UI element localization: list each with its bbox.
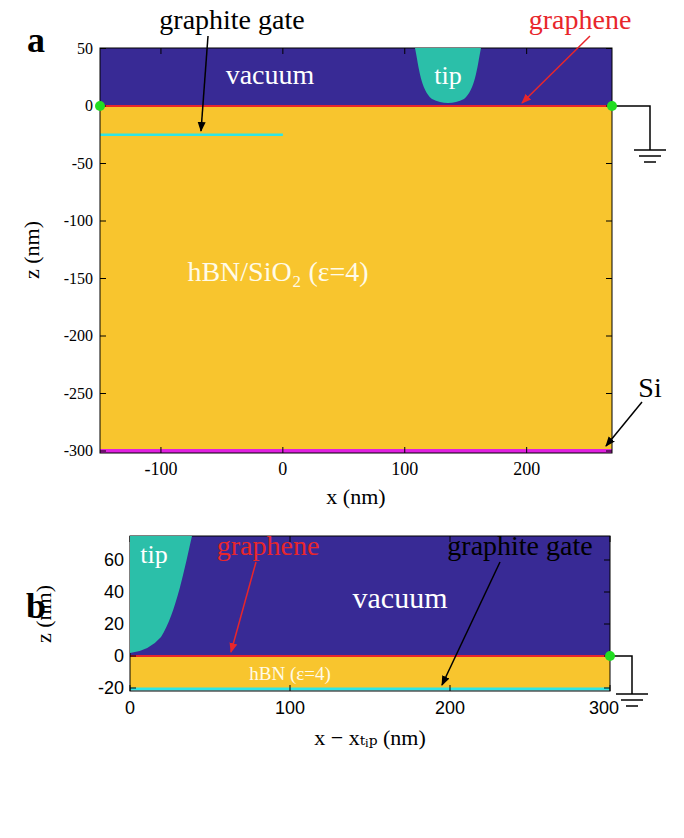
axis-tick: [606, 48, 612, 49]
region-label: hBN/SiO₂ (ε=4): [187, 258, 368, 286]
tick-label: -100: [144, 460, 177, 478]
tick-label: 50: [77, 41, 93, 57]
axis-tick: [100, 221, 106, 222]
axis-tick: [100, 48, 106, 49]
part-label: graphite gate: [447, 532, 592, 560]
axis-tick: [610, 685, 611, 691]
tick-label: 200: [513, 460, 540, 478]
axis-tick: [100, 163, 106, 164]
axis-tick: [130, 685, 131, 691]
tick-label: 0: [85, 98, 93, 114]
axis-tick: [604, 688, 610, 689]
tick-label: 100: [275, 699, 305, 717]
axis-tick: [604, 592, 610, 593]
tip-outline: [415, 48, 481, 103]
substrate-region: hBN (ε=4): [130, 657, 610, 688]
tip-region: tip: [415, 48, 481, 104]
axis-tick: [160, 48, 161, 54]
axis-title: z (nm): [21, 221, 43, 279]
part-label: graphene: [529, 6, 632, 34]
axis-tick: [404, 447, 405, 453]
axis-tick: [606, 336, 612, 337]
axis-tick: [526, 447, 527, 453]
tip-region: tip: [130, 536, 192, 653]
axis-tick: [290, 685, 291, 691]
axis-tick: [100, 278, 106, 279]
axis-tick: [606, 163, 612, 164]
tick-label: -150: [64, 271, 93, 287]
axis-title: x (nm): [326, 486, 385, 508]
axis-tick: [604, 624, 610, 625]
part-label: graphene: [217, 532, 320, 560]
axis-tick: [610, 536, 611, 542]
axis-tick: [404, 48, 405, 54]
axis-tick: [606, 278, 612, 279]
tip-outline: [130, 536, 192, 653]
substrate-region: hBN/SiO₂ (ε=4): [100, 107, 612, 449]
axis-title: x − xₜᵢₚ (nm): [314, 727, 426, 749]
axis-tick: [160, 447, 161, 453]
panel-letter: a: [27, 22, 45, 58]
axis-tick: [450, 685, 451, 691]
axis-title: z (nm): [33, 585, 55, 643]
tick-label: 100: [391, 460, 418, 478]
axis-tick: [100, 451, 106, 452]
axis-tick: [130, 688, 136, 689]
part-label: Si: [638, 374, 661, 402]
region-label: hBN (ε=4): [249, 664, 331, 683]
axis-tick: [526, 48, 527, 54]
axis-tick: [604, 560, 610, 561]
axis-tick: [282, 48, 283, 54]
tick-label: 0: [125, 699, 135, 717]
tick-label: -20: [98, 679, 124, 697]
tick-label: 0: [278, 460, 287, 478]
tick-label: 0: [114, 647, 124, 665]
tick-label: 300: [589, 699, 619, 717]
region-label: tip: [434, 63, 461, 89]
tick-label: -100: [64, 213, 93, 229]
axis-tick: [130, 656, 136, 657]
region-label: vacuum: [353, 583, 448, 613]
region-label: tip: [140, 542, 167, 568]
axis-tick: [100, 393, 106, 394]
axis-tick: [606, 451, 612, 452]
axis-tick: [100, 336, 106, 337]
axis-tick: [606, 393, 612, 394]
region-label: vacuum: [226, 61, 315, 89]
tick-label: 60: [104, 551, 124, 569]
tick-label: -200: [64, 328, 93, 344]
tick-label: -300: [64, 443, 93, 459]
part-label: graphite gate: [159, 6, 304, 34]
tick-label: 40: [104, 583, 124, 601]
vacuum-region: vacuum tip: [100, 48, 612, 106]
tick-label: 200: [435, 699, 465, 717]
axis-tick: [282, 447, 283, 453]
tick-label: 20: [104, 615, 124, 633]
tick-label: -50: [72, 156, 93, 172]
tick-label: -250: [64, 386, 93, 402]
axis-tick: [606, 221, 612, 222]
